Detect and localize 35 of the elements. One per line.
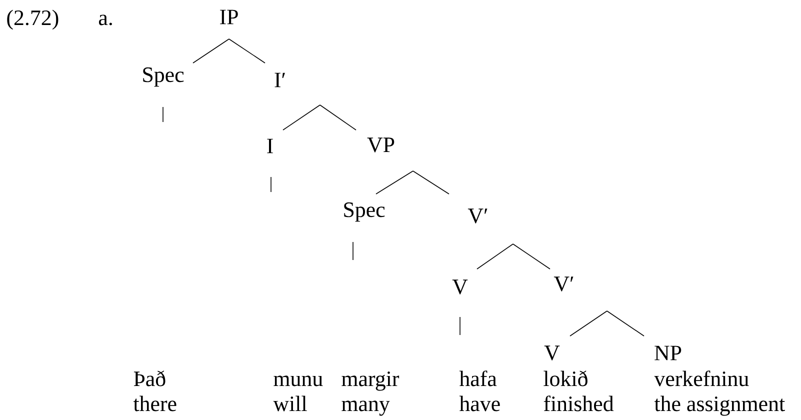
category-label: I′: [274, 72, 285, 88]
branch-line: [412, 170, 450, 194]
example-number: (2.72): [7, 10, 58, 30]
example-number: a.: [98, 14, 112, 26]
category-label: I: [267, 138, 273, 154]
branch-line: [376, 170, 414, 194]
word: hafa: [459, 370, 497, 386]
category-label: V′: [554, 276, 574, 292]
category-label: NP: [654, 346, 682, 360]
branch-line: [570, 310, 608, 336]
category-label: V: [544, 346, 560, 360]
branch-line: [606, 310, 644, 336]
category-label: Spec: [344, 202, 385, 222]
category-label: V: [452, 280, 468, 294]
gloss: there: [133, 396, 176, 412]
word: Það: [134, 370, 166, 386]
word: margir: [342, 371, 400, 391]
gloss: have: [459, 396, 500, 412]
branch-line: [512, 244, 550, 270]
branch-line: [228, 38, 266, 64]
gloss: the assignment: [654, 396, 785, 416]
branch-line: [192, 38, 230, 64]
branch-line: [282, 104, 320, 130]
word: munu: [274, 376, 323, 386]
gloss: many: [342, 400, 390, 416]
category-label: IP: [220, 10, 238, 24]
gloss: will: [273, 396, 307, 412]
branch-line: [320, 104, 356, 130]
word: verkefninu: [654, 370, 749, 386]
category-label: VP: [367, 138, 394, 152]
gloss: finished: [544, 396, 614, 412]
category-label: Spec: [143, 67, 184, 87]
word: lokið: [544, 370, 588, 386]
category-label: V′: [468, 208, 488, 224]
branch-line: [476, 244, 514, 270]
